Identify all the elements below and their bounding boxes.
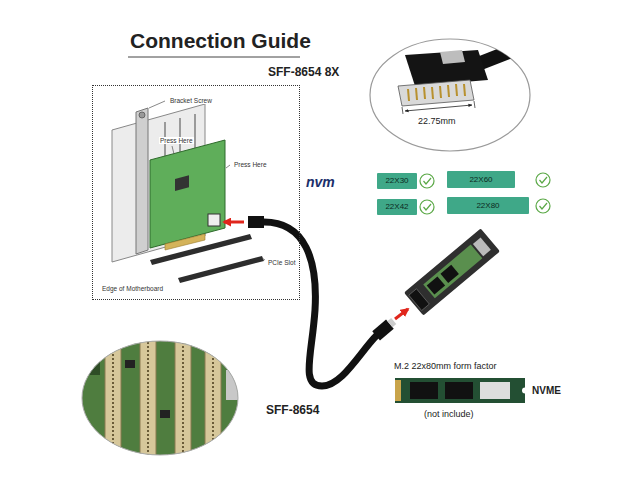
- illustration-part: [147, 342, 149, 458]
- illustration-part: [404, 228, 500, 315]
- illustration-part: [409, 289, 430, 311]
- title-text: Connection Guide: [130, 29, 311, 53]
- connector-name: SFF-8654: [266, 404, 319, 418]
- illustration-part: [175, 340, 191, 460]
- illustration-part: [226, 165, 230, 168]
- illustration-part: [395, 380, 401, 401]
- size-label: 22X42: [385, 202, 408, 211]
- illustration-part: [456, 84, 457, 96]
- illustration-part: [125, 360, 135, 368]
- callout-label: Press Here: [233, 161, 268, 168]
- sff-plug: [372, 316, 397, 340]
- title-rule: [128, 57, 300, 58]
- illustration-part: [536, 173, 550, 187]
- illustration-part: [432, 87, 433, 99]
- size-tile: 22X42: [377, 199, 417, 215]
- illustration-part: [540, 203, 548, 209]
- illustration-part: [440, 86, 441, 98]
- check-mark: [420, 173, 550, 214]
- illustration-part: [172, 146, 174, 154]
- illustration-part: [424, 178, 432, 184]
- illustration-part: [405, 105, 472, 111]
- illustration-part: [398, 80, 474, 106]
- connector-zoom: [370, 38, 545, 151]
- adapter-board: [404, 228, 500, 315]
- motherboard-photo: [80, 340, 240, 460]
- nvme-ssd: [395, 378, 528, 403]
- dimension-label: 22.75mm: [418, 116, 456, 126]
- illustration-part: [405, 50, 488, 86]
- illustration-part: [423, 245, 482, 299]
- size-tile: 22X80: [447, 197, 529, 214]
- illustration-part: [139, 112, 145, 118]
- illustration-part: [262, 258, 265, 260]
- size-tile: 22X30: [377, 173, 417, 189]
- illustration-part: [112, 342, 114, 458]
- illustration-part: [410, 382, 438, 399]
- illustration-part: [160, 410, 170, 418]
- illustration-part: [408, 89, 409, 101]
- illustration-part: [478, 38, 545, 64]
- form-factor-label: M.2 22x80mm form factor: [394, 361, 497, 371]
- illustration-part: [149, 101, 165, 108]
- callout-label: Bracket Screw: [169, 97, 213, 104]
- illustration-part: [522, 388, 528, 394]
- callout-label: PCIe Slot: [267, 259, 296, 266]
- illustration-part: [178, 256, 264, 283]
- illustration-part: [448, 85, 449, 97]
- note-label: (not include): [424, 409, 474, 419]
- illustration-part: [402, 107, 403, 114]
- illustration-part: [150, 140, 225, 248]
- protocol-label: NVME: [532, 385, 561, 397]
- illustration-part: [105, 340, 121, 460]
- illustration-part: [175, 175, 189, 191]
- illustration-part: [182, 342, 184, 458]
- sff-cable: [264, 222, 377, 386]
- illustration-part: [536, 199, 550, 213]
- illustration-part: [395, 378, 525, 403]
- size-label: 22X30: [385, 176, 408, 185]
- pc-chassis-figure: [112, 101, 265, 283]
- illustration-part: [480, 382, 510, 399]
- figure-region: Bracket ScrewPress HerePress HerePCIe Sl…: [92, 85, 300, 300]
- insert-arrow: [224, 221, 244, 224]
- logo-text: nvm: [306, 174, 335, 190]
- illustration-part: [136, 108, 148, 254]
- illustration-part: [82, 341, 238, 455]
- size-label: 22X60: [469, 175, 492, 184]
- illustration-part: [424, 87, 425, 99]
- insert-arrow: [395, 309, 408, 319]
- illustration-part: [140, 340, 156, 460]
- illustration-part: [416, 88, 417, 100]
- illustration-part: [474, 101, 475, 108]
- illustration-part: [540, 177, 548, 183]
- connector-name: SFF-8654 8X: [268, 66, 339, 80]
- callout-label: Press Here: [159, 137, 194, 144]
- illustration-part: [464, 84, 465, 96]
- size-label: 22X80: [476, 201, 499, 210]
- illustration-part: [424, 204, 432, 210]
- illustration-part: [150, 234, 252, 265]
- illustration-part: [440, 265, 458, 283]
- illustration-part: [205, 340, 221, 460]
- illustration-part: [420, 174, 434, 188]
- illustration-part: [80, 340, 240, 460]
- illustration-part: [427, 276, 445, 294]
- size-tile: 22X60: [447, 171, 515, 188]
- callout-label: Edge of Motherboard: [101, 285, 164, 292]
- illustration-part: [420, 200, 434, 214]
- illustration-part: [445, 382, 473, 399]
- illustration-part: [398, 38, 545, 114]
- illustration-part: [440, 50, 465, 64]
- illustration-part: [473, 238, 491, 257]
- illustration-part: [208, 214, 220, 226]
- illustration-part: [387, 318, 396, 327]
